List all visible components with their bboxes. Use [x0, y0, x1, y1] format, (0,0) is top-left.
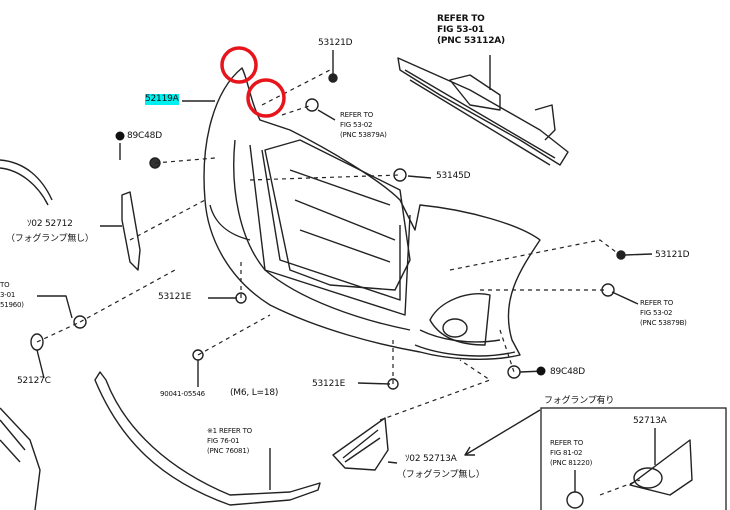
part-label-screw-top[interactable]: 53121D	[318, 38, 353, 48]
part-label-bolt[interactable]: 90041-05546	[160, 390, 205, 398]
ref-bracket-right[interactable]: REFER TO FIG 53-02 (PNC 53879B)	[640, 298, 687, 328]
ref-line: (PNC 53112A)	[437, 36, 505, 46]
left-garnish	[121, 191, 141, 271]
ref-line: FIG 53-02	[340, 121, 373, 129]
ref-line: FIG 53-01	[437, 25, 485, 35]
ref-left-partial[interactable]: TO 3-01 51960)	[0, 280, 24, 310]
part-label-screw-left[interactable]: 53121E	[158, 292, 192, 302]
part-label-clip-left[interactable]: 89C48D	[127, 131, 162, 141]
part-label-52119a[interactable]: 52119A	[145, 94, 179, 105]
ref-line: TO	[0, 281, 10, 289]
clip-left-dot	[115, 131, 125, 141]
ref-line: (PNC 81220)	[550, 459, 593, 467]
part-label-garnish-left[interactable]: ｿ02 52712	[27, 219, 73, 229]
part-label-fog-garnish[interactable]: 52713A	[633, 416, 667, 426]
part-label-screw-bottom[interactable]: 53121E	[312, 379, 346, 389]
ref-line: (PNC 53879B)	[640, 319, 687, 327]
ref-line: FIG 76-01	[207, 437, 240, 445]
ref-line: 3-01	[0, 291, 16, 299]
garnish-left-note: （フォグランプ無し）	[6, 234, 94, 244]
part-label-screw-right[interactable]: 53121D	[655, 250, 690, 260]
upper-grille	[397, 57, 569, 166]
ref-line: FIG 81-02	[550, 449, 583, 457]
part-label-garnish-right[interactable]: ｿ02 52713A	[405, 454, 457, 464]
ref-bracket-top[interactable]: REFER TO FIG 53-02 (PNC 53879A)	[340, 110, 387, 140]
ref-fog-lamp[interactable]: REFER TO FIG 81-02 (PNC 81220)	[550, 438, 592, 468]
red-circle-markers	[220, 46, 286, 118]
ref-line: REFER TO	[550, 439, 584, 447]
lower-spoiler	[94, 371, 321, 506]
ref-grille[interactable]: REFER TO FIG 53-01 (PNC 53112A)	[437, 14, 505, 47]
ref-line: (PNC 53879A)	[340, 131, 387, 139]
fog-lamp-option-box	[540, 407, 727, 510]
part-label-cover[interactable]: 52127C	[17, 376, 51, 386]
ref-spoiler[interactable]: ※1 REFER TO FIG 76-01 (PNC 76081)	[207, 426, 252, 456]
bolt-spec: (M6, L=18)	[230, 388, 279, 398]
part-label-clip-right[interactable]: 89C48D	[550, 367, 585, 377]
ref-line: 51960)	[0, 301, 24, 309]
garnish-right-note: （フォグランプ無し）	[397, 470, 485, 480]
ref-line: REFER TO	[437, 14, 485, 24]
ref-line: REFER TO	[340, 111, 374, 119]
part-label-retainer[interactable]: 53145D	[436, 171, 471, 181]
ref-line: (PNC 76081)	[207, 447, 250, 455]
fog-box-title: フォグランプ有り	[544, 396, 615, 407]
red-circle-marker-2	[246, 78, 286, 118]
clip-right-dot	[536, 366, 546, 376]
ref-line: ※1 REFER TO	[207, 427, 252, 435]
red-circle-marker-1	[220, 46, 258, 84]
right-garnish	[332, 417, 389, 471]
ref-line: REFER TO	[640, 299, 674, 307]
ref-line: FIG 53-02	[640, 309, 673, 317]
